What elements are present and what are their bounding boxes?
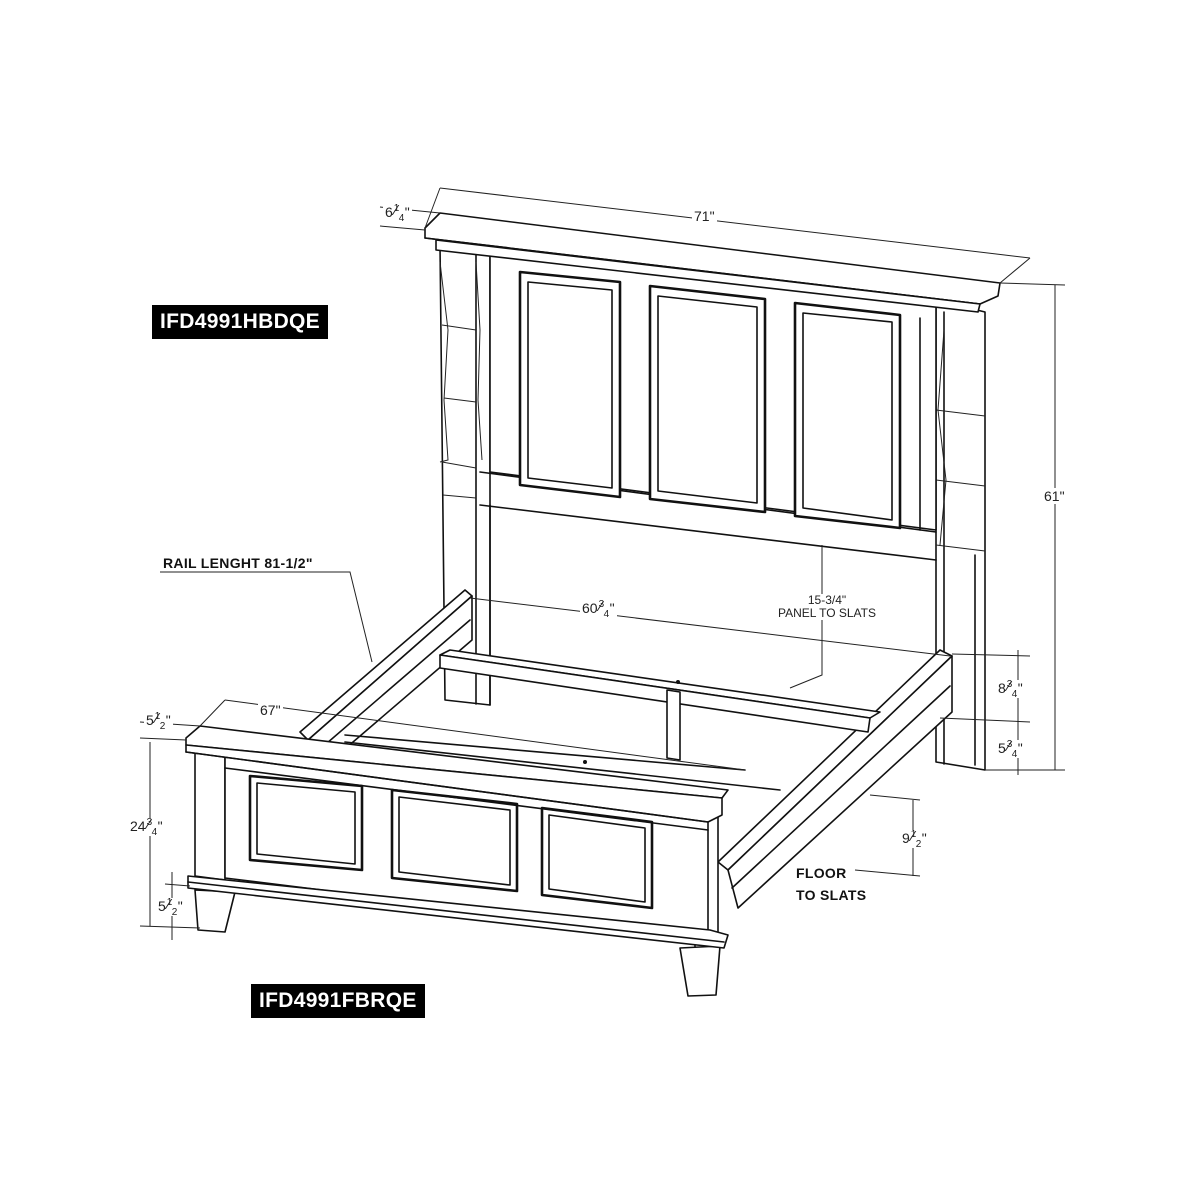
floor-to-slats-label-line1: FLOOR [796, 865, 847, 881]
headboard-sku-label: IFD4991HBDQE [152, 305, 328, 339]
footboard-drawing [185, 725, 729, 997]
footboard-panels [248, 774, 654, 910]
panel-to-slats-value: 15-3/4" [807, 593, 847, 607]
footboard-sku-label: IFD4991FBRQE [251, 984, 425, 1018]
side-rails-drawing [299, 589, 953, 909]
floor-to-slats-callout: FLOOR TO SLATS [796, 862, 866, 906]
rail-length-callout: RAIL LENGHT 81-1/2" [163, 555, 313, 571]
dimension-lines [139, 187, 1066, 940]
footboard-width-dimension: 67" [258, 702, 283, 718]
headboard-panels [518, 270, 902, 530]
headboard-height-dimension: 61" [1042, 488, 1067, 504]
panel-to-slats-label: PANEL TO SLATS [777, 606, 877, 620]
floor-to-slats-label-line2: TO SLATS [796, 887, 867, 903]
headboard-width-dimension: 71" [692, 208, 717, 224]
panel-to-slats-dimension: 15-3/4" PANEL TO SLATS [772, 594, 882, 620]
